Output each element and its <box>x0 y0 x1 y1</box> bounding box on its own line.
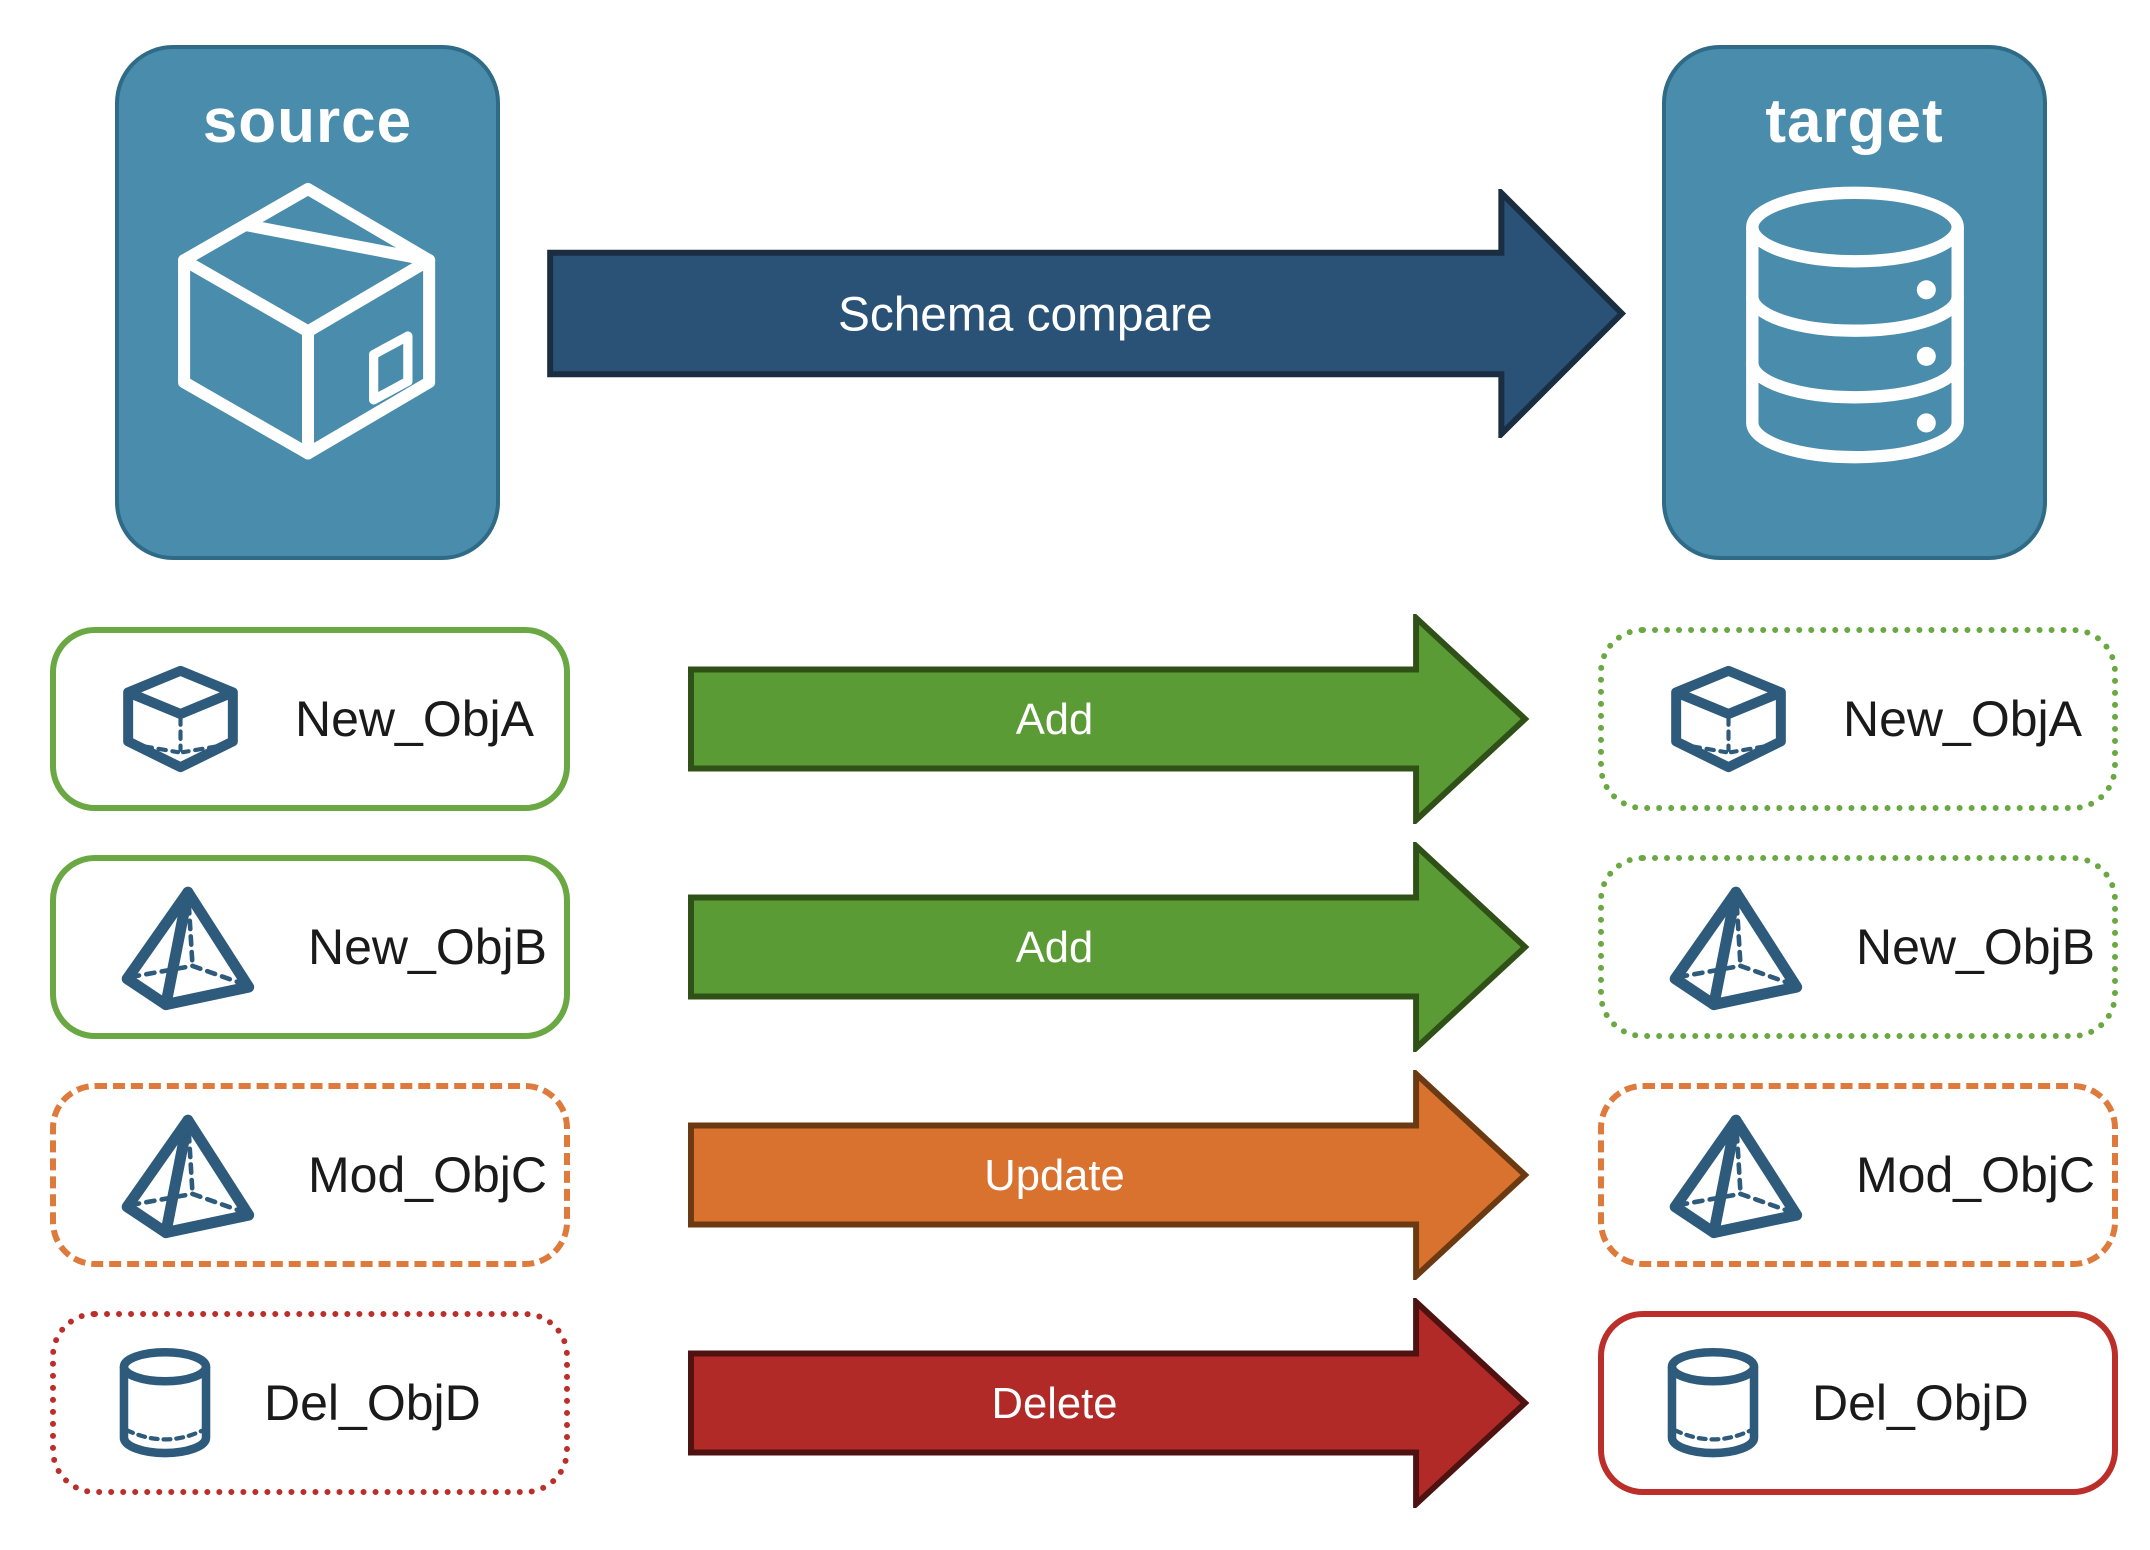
source-label: source <box>202 87 413 156</box>
pyramid-icon <box>121 1114 255 1238</box>
source-item-del-objd: Del_ObjD <box>50 1311 570 1495</box>
cube-icon <box>123 665 238 773</box>
database-dots <box>1916 280 1936 433</box>
source-item-new-objb: New_ObjB <box>50 855 570 1039</box>
delete-arrow-row-4: Delete <box>688 1298 1530 1508</box>
schema-compare-arrow: Schema compare <box>547 189 1627 438</box>
item-label: Del_ObjD <box>264 1375 481 1431</box>
item-label: Del_ObjD <box>1812 1375 2029 1431</box>
cylinder-icon <box>1667 1347 1759 1457</box>
arrow-label: Update <box>984 1152 1125 1200</box>
package-icon <box>177 182 435 460</box>
update-arrow-row-3: Update <box>688 1070 1530 1280</box>
cylinder-icon <box>119 1347 211 1457</box>
source-item-new-obja: New_ObjA <box>50 627 570 811</box>
add-arrow-row-2: Add <box>688 842 1530 1052</box>
cube-icon <box>1671 665 1786 773</box>
target-item-mod-objc: Mod_ObjC <box>1598 1083 2118 1267</box>
target-item-new-objb: New_ObjB <box>1598 855 2118 1039</box>
item-label: Mod_ObjC <box>308 1147 547 1203</box>
item-label: New_ObjB <box>1856 919 2095 975</box>
arrow-label: Add <box>1016 696 1094 744</box>
schema-compare-label: Schema compare <box>838 288 1213 341</box>
item-label: Mod_ObjC <box>1856 1147 2095 1203</box>
source-item-mod-objc: Mod_ObjC <box>50 1083 570 1267</box>
pyramid-icon <box>121 886 255 1010</box>
pyramid-icon <box>1669 1114 1803 1238</box>
item-label: New_ObjA <box>1843 691 2082 747</box>
source-node: source <box>115 45 500 560</box>
add-arrow-row-1: Add <box>688 614 1530 824</box>
database-icon <box>1745 186 1964 464</box>
target-item-new-obja: New_ObjA <box>1598 627 2118 811</box>
item-label: New_ObjB <box>308 919 547 975</box>
target-item-del-objd: Del_ObjD <box>1598 1311 2118 1495</box>
item-label: New_ObjA <box>295 691 534 747</box>
arrow-label: Add <box>1016 924 1094 972</box>
arrow-label: Delete <box>992 1380 1118 1428</box>
target-node: target <box>1662 45 2047 560</box>
pyramid-icon <box>1669 886 1803 1010</box>
target-label: target <box>1765 87 1944 156</box>
